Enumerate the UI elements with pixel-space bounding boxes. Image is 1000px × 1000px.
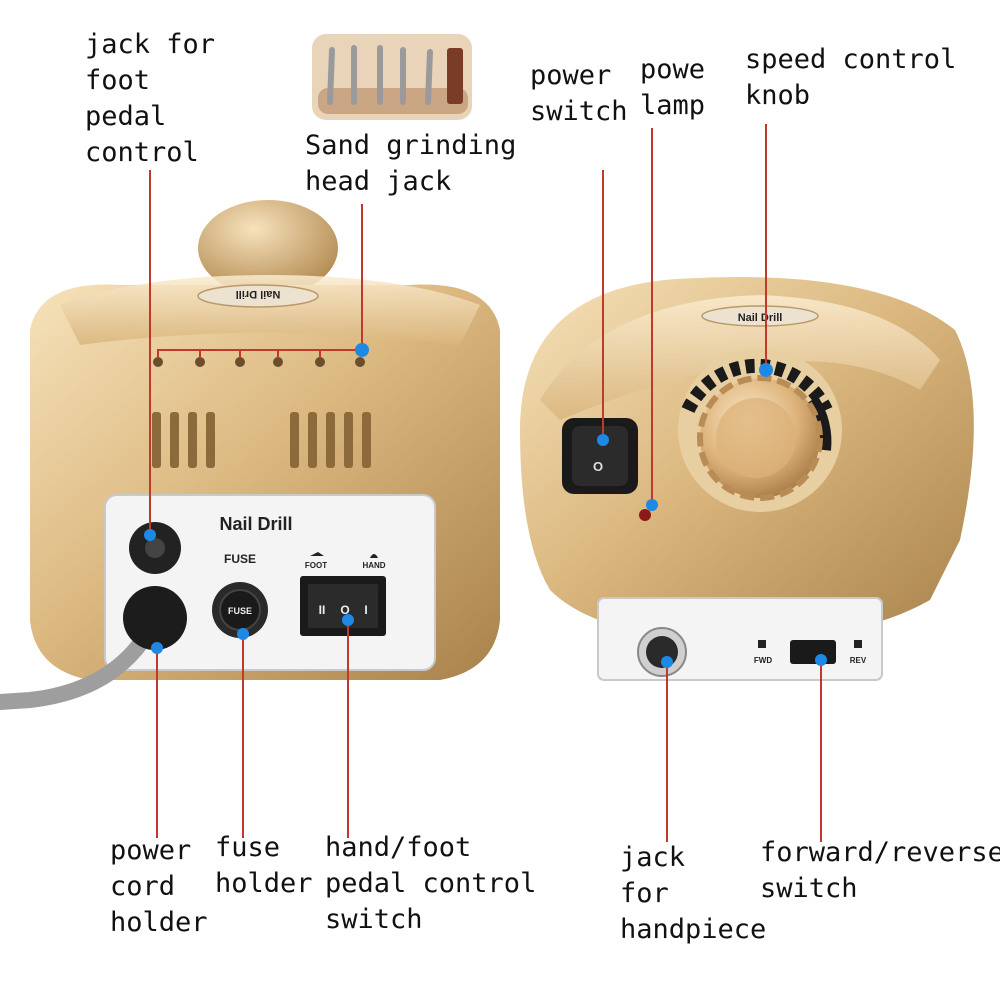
label-power-switch: power switch — [530, 60, 628, 127]
drill-unit-front-view — [520, 277, 974, 681]
rocker-mid-mark: O — [340, 603, 349, 617]
leader-lines — [149, 124, 822, 842]
label-hand-foot-switch: hand/foot pedal control switch — [325, 832, 537, 935]
label-fuse-holder: fuse holder — [215, 832, 313, 899]
blue-dot-marker — [144, 343, 827, 668]
label-sand-grinding-head-jack: Sand grinding head jack — [305, 130, 517, 197]
rev-caption: REV — [850, 656, 867, 665]
label-speed-control-knob: speed control knob — [745, 44, 957, 111]
label-handpiece-jack: jack for handpiece — [620, 842, 767, 945]
fuse-caption: FUSE — [224, 552, 256, 566]
power-switch-mark: O — [593, 459, 603, 474]
rev-arrow-icon — [854, 640, 862, 648]
fuse-cap-text: FUSE — [228, 606, 252, 616]
top-badge-text: Nail Drill — [236, 288, 281, 300]
rocker-right-mark: I — [364, 603, 367, 617]
foot-icon — [310, 552, 324, 556]
rocker-left-mark: II — [319, 603, 326, 617]
label-power-lamp: powe lamp — [640, 54, 706, 121]
hand-icon — [370, 554, 378, 558]
panel-title: Nail Drill — [219, 514, 292, 534]
drill-bits-photo — [312, 34, 472, 120]
label-forward-reverse-switch: forward/reverse switch — [760, 837, 1000, 904]
drill-unit-back-view — [0, 200, 500, 710]
fwd-caption: FWD — [754, 656, 772, 665]
front-badge-text: Nail Drill — [738, 312, 783, 324]
label-foot-pedal-jack: jack for foot pedal control — [85, 29, 216, 168]
fwd-arrow-icon — [758, 640, 766, 648]
hand-caption: HAND — [362, 561, 385, 570]
label-power-cord-holder: power cord holder — [110, 835, 208, 938]
foot-caption: FOOT — [305, 561, 327, 570]
